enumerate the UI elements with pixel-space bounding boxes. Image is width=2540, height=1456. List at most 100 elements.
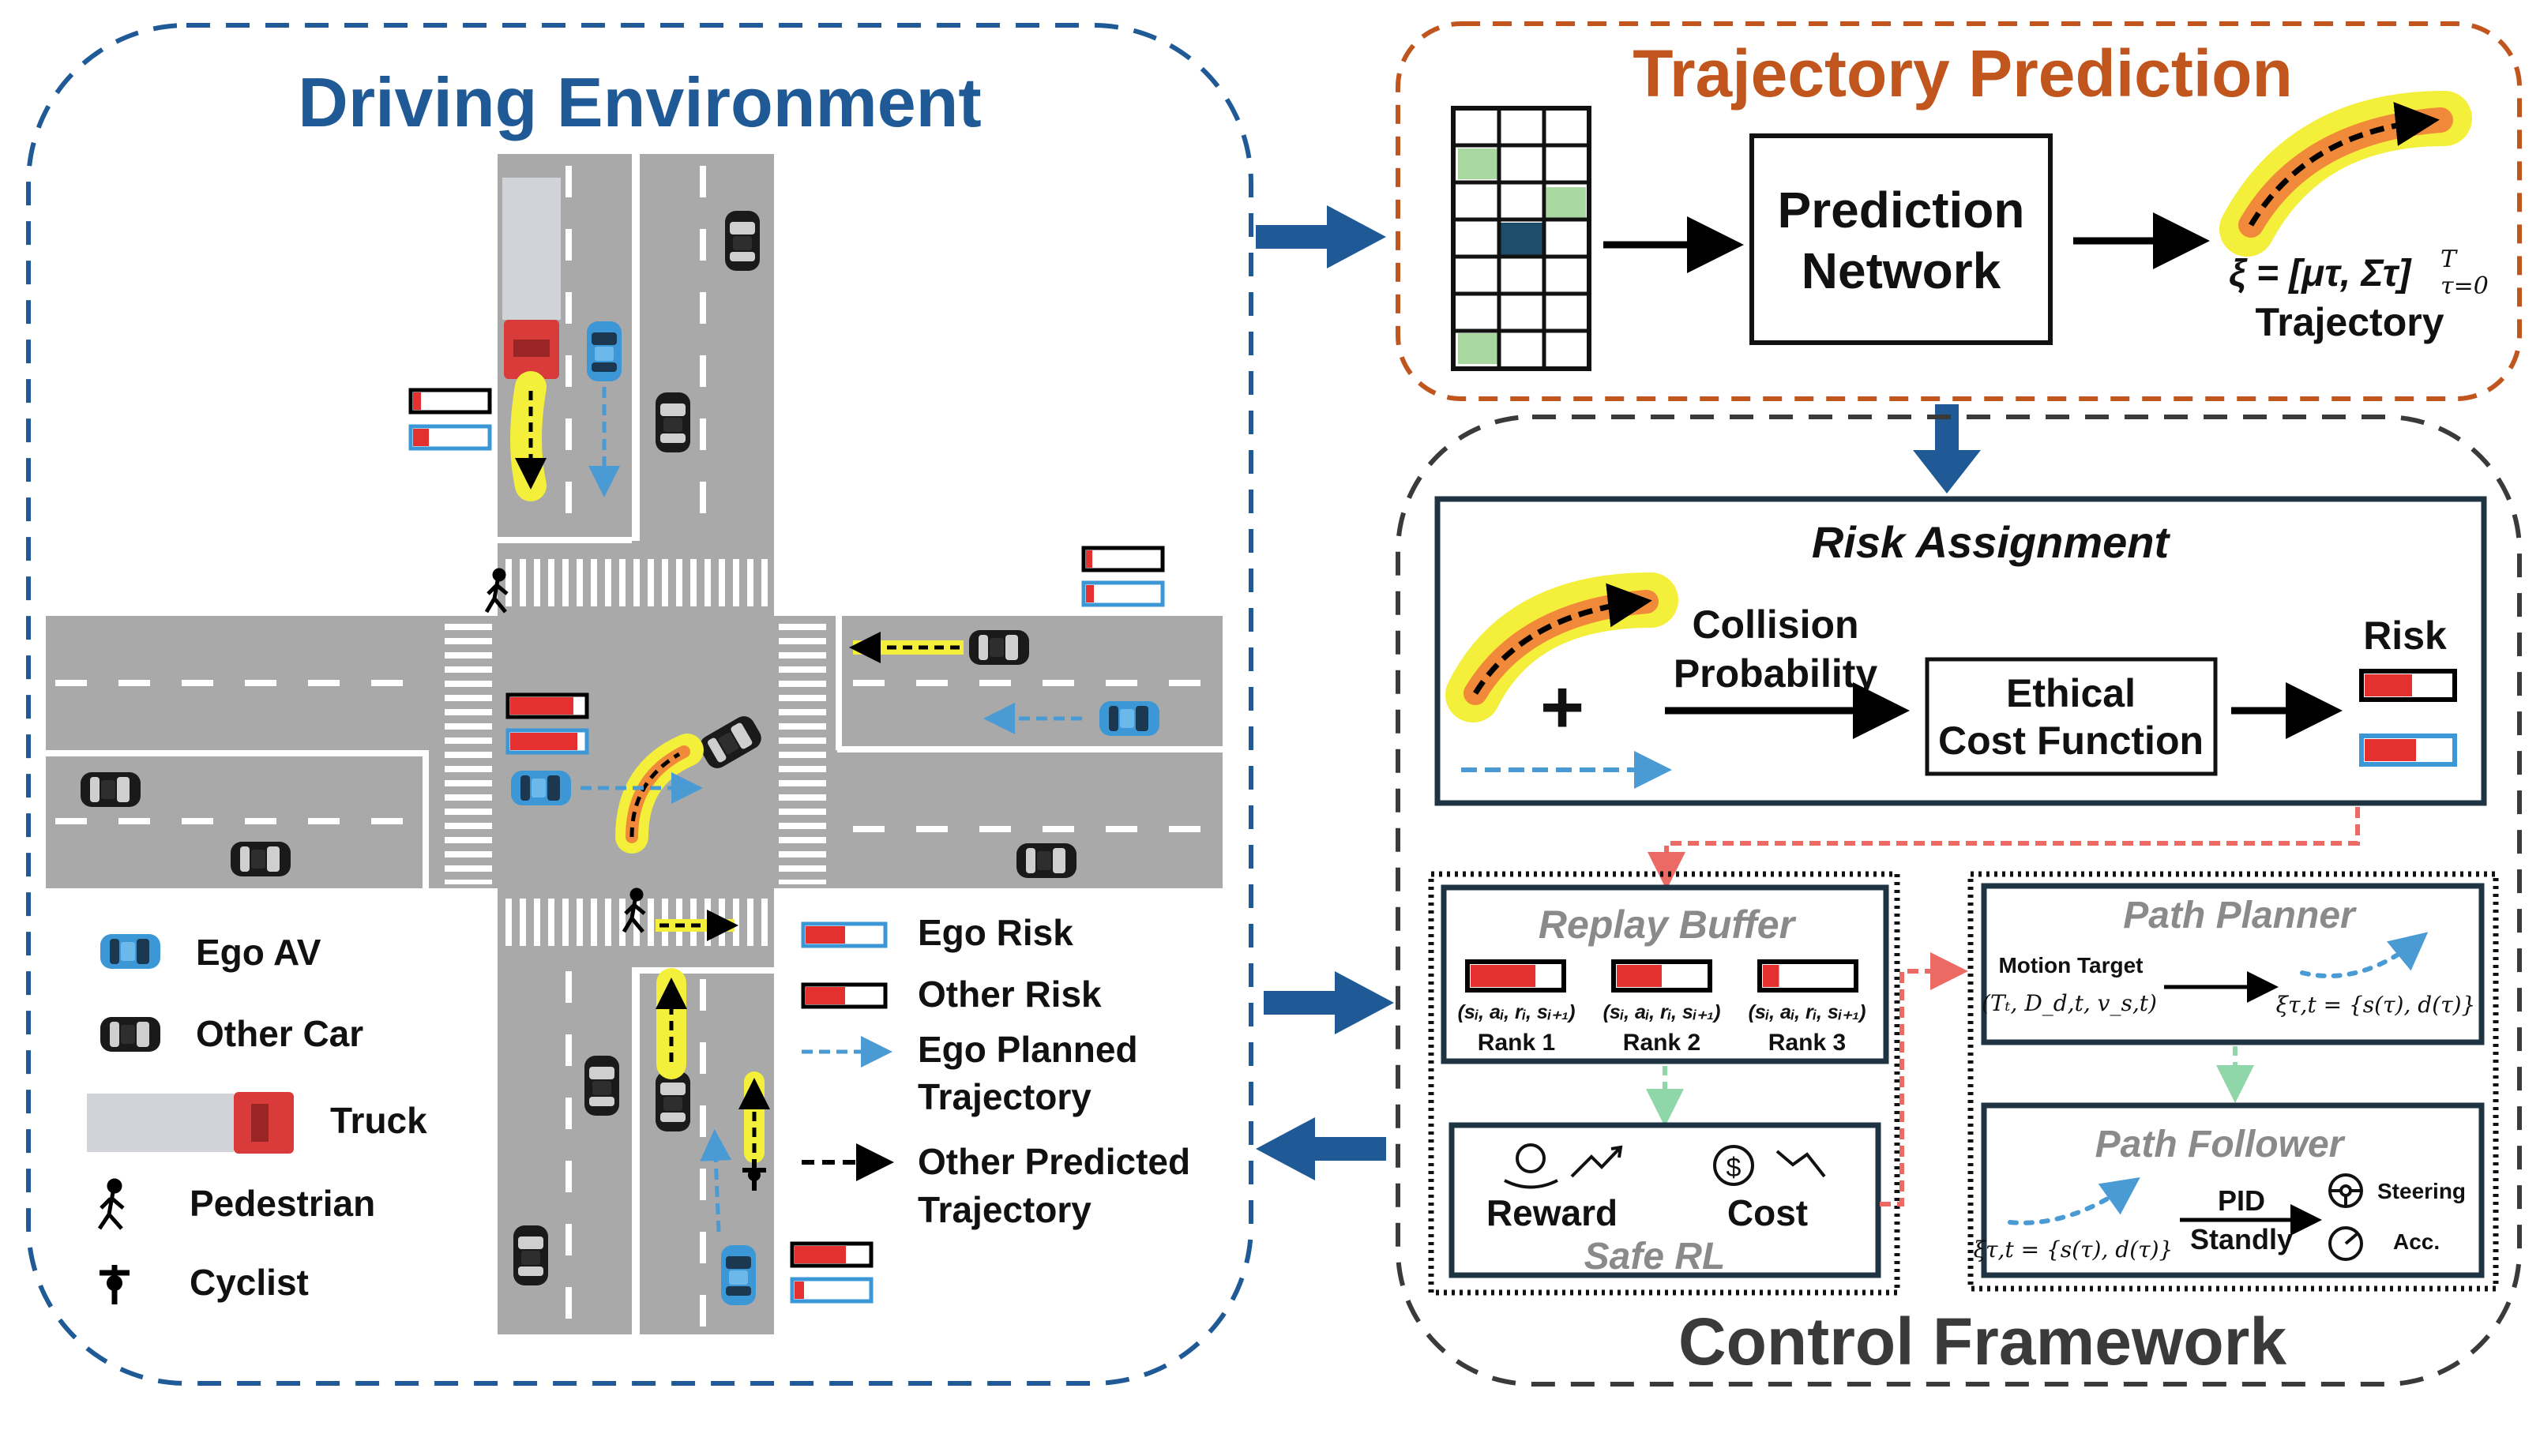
replay-buffer-title: Replay Buffer xyxy=(1539,902,1797,947)
legend-pedestrian-label: Pedestrian xyxy=(190,1183,375,1224)
replay-tuple-3: (sᵢ, aᵢ, rᵢ, sᵢ₊₁) xyxy=(1749,1001,1866,1023)
cost-icon: $ xyxy=(1713,1145,1826,1186)
steering-icon xyxy=(2328,1173,2363,1208)
trajectory-prediction-title-bg xyxy=(1603,39,2330,118)
legend-pedestrian-icon xyxy=(97,1178,125,1230)
replay-rank-3-label: Rank 3 xyxy=(1768,1030,1846,1056)
motion-target-formula: (Tₜ, D_d,t, v_s,t) xyxy=(1982,990,2157,1016)
control-framework-title: Control Framework xyxy=(1678,1304,2286,1379)
connector-arrows xyxy=(1256,205,1981,1180)
planner-path-curve xyxy=(2300,932,2429,979)
legend-other-predicted-label-2: Trajectory xyxy=(918,1189,1092,1230)
safe-rl-title: Safe RL xyxy=(1584,1236,1726,1278)
path-follower-title: Path Follower xyxy=(2095,1124,2346,1165)
path-follower-box xyxy=(1981,1102,2485,1278)
trajectory-formula: ξ = [μτ, Στ] xyxy=(2229,253,2412,295)
trajectory-formula-sub: τ=0 xyxy=(2440,272,2489,300)
replay-tuple-1: (sᵢ, aᵢ, rᵢ, sᵢ₊₁) xyxy=(1458,1001,1576,1023)
cyclist-on-map xyxy=(742,1159,766,1191)
motion-target-label: Motion Target xyxy=(1998,953,2143,978)
legend-ego-av-label: Ego AV xyxy=(196,932,321,973)
safe-rl-box xyxy=(1448,1122,1881,1278)
prediction-network-label-1: Prediction xyxy=(1778,182,2025,238)
other-car-bottom-3 xyxy=(513,1225,548,1285)
svg-text:$: $ xyxy=(1727,1153,1742,1183)
replay-rank-2-fill xyxy=(1617,965,1662,987)
trajectory-prediction-panel xyxy=(1396,21,2522,401)
legend-ego-av-icon xyxy=(100,934,160,969)
replay-rank-1-fill xyxy=(1471,965,1536,987)
collision-label-1: Collision xyxy=(1692,602,1858,647)
risk-assignment-box xyxy=(1434,496,2487,806)
prediction-network-box xyxy=(1749,133,2053,345)
other-car-bottom-2 xyxy=(656,1071,690,1131)
reward-label: Reward xyxy=(1486,1192,1618,1233)
legend-other-car-label: Other Car xyxy=(196,1013,363,1054)
other-car-east-2 xyxy=(1016,843,1076,878)
trajectory-formula-sup: T xyxy=(2440,246,2458,273)
risk-label: Risk xyxy=(2363,614,2447,658)
truck-on-map xyxy=(502,178,561,379)
trajectory-output-label: Trajectory xyxy=(2255,300,2444,344)
other-car-east-1 xyxy=(969,630,1029,665)
steering-label: Steering xyxy=(2377,1179,2466,1203)
ethical-label-2: Cost Function xyxy=(1938,719,2204,763)
replay-rank-3: (sᵢ, aᵢ, rᵢ, sᵢ₊₁) Rank 3 xyxy=(1749,959,1866,1056)
risk-to-buffer-connector xyxy=(1648,807,2360,890)
acc-label: Acc. xyxy=(2393,1229,2440,1254)
prediction-network-label-2: Network xyxy=(1802,242,2001,299)
rl-to-planner-connector xyxy=(1880,952,1968,1206)
ethical-cost-box xyxy=(1925,657,2218,776)
legend-other-predicted-label-1: Other Predicted xyxy=(918,1141,1190,1182)
other-car-bottom-1 xyxy=(584,1056,619,1116)
legend-ego-planned-label-1: Ego Planned xyxy=(918,1029,1138,1070)
cost-label: Cost xyxy=(1727,1192,1808,1233)
acc-icon xyxy=(2328,1226,2363,1261)
ego-car-east xyxy=(1099,701,1159,736)
trajectory-prediction-title: Trajectory Prediction xyxy=(1633,36,2293,111)
arrow-control-to-env xyxy=(1256,1117,1386,1180)
legend-ego-planned-label-2: Trajectory xyxy=(918,1076,1092,1117)
standly-label: Standly xyxy=(2190,1223,2293,1255)
arrow-prediction-to-risk xyxy=(1913,404,1981,493)
legend-cyclist-icon xyxy=(100,1265,130,1304)
pid-label: PID xyxy=(2218,1184,2265,1217)
driving-environment-title: Driving Environment xyxy=(298,63,981,141)
reward-icon xyxy=(1504,1143,1623,1189)
risk-trajectory-icon xyxy=(1445,572,1678,722)
arrow-env-to-control xyxy=(1264,971,1394,1034)
ethical-label-1: Ethical xyxy=(2006,671,2136,715)
legend-truck-icon xyxy=(87,1092,294,1154)
ego-car-center xyxy=(511,771,571,805)
risk-assignment-title: Risk Assignment xyxy=(1812,517,2171,567)
replay-rank-3-fill xyxy=(1763,965,1779,987)
risk-bars-on-map xyxy=(408,388,1165,1304)
ego-car-bottom xyxy=(721,1245,756,1305)
replay-rank-1: (sᵢ, aᵢ, rᵢ, sᵢ₊₁) Rank 1 xyxy=(1458,959,1576,1056)
pedestrian-on-map-1 xyxy=(484,568,509,614)
legend-truck-label: Truck xyxy=(330,1100,427,1141)
legend-other-car-icon xyxy=(100,1017,160,1052)
arrow-env-to-prediction xyxy=(1256,205,1386,268)
pedestrian-on-map-2 xyxy=(622,887,646,933)
ego-car-top xyxy=(587,321,622,381)
plus-sign: + xyxy=(1540,665,1584,749)
legend-ego-risk-label: Ego Risk xyxy=(918,912,1073,953)
occupancy-grid xyxy=(1451,106,1591,371)
predicted-trajectory-icon xyxy=(2219,91,2472,257)
replay-rank-2-label: Rank 2 xyxy=(1623,1030,1700,1056)
replay-rank-1-label: Rank 1 xyxy=(1478,1030,1555,1056)
driving-environment-panel xyxy=(26,23,1253,1386)
legend-other-risk-label: Other Risk xyxy=(918,974,1102,1015)
other-car-top-1 xyxy=(725,211,760,271)
collision-label-2: Probability xyxy=(1674,651,1878,696)
replay-rank-2: (sᵢ, aᵢ, rᵢ, sᵢ₊₁) Rank 2 xyxy=(1603,959,1721,1056)
planner-path-formula: ξτ,t = {s(τ), d(τ)} xyxy=(2276,992,2476,1018)
legend-right: Ego Risk Other Risk Ego Planned Trajecto… xyxy=(801,912,1190,1230)
follower-path-formula: ξτ,t = {s(τ), d(τ)} xyxy=(1974,1236,2174,1263)
path-group xyxy=(1967,871,2499,1292)
ego-planned-trajectories xyxy=(581,387,1082,1233)
other-car-top-2 xyxy=(656,392,690,452)
replay-tuple-2: (sᵢ, aᵢ, rᵢ, sᵢ₊₁) xyxy=(1603,1001,1721,1023)
other-car-west-1 xyxy=(81,772,141,807)
